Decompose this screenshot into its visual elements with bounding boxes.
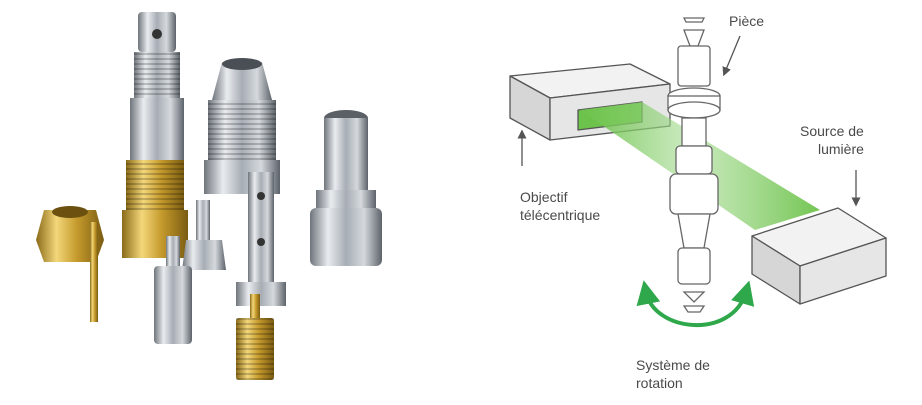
steel-drilled-pin bbox=[236, 172, 286, 306]
brass-hex-nut bbox=[36, 206, 104, 262]
label-source-line2: lumière bbox=[818, 141, 864, 157]
steel-small-stem bbox=[182, 200, 226, 270]
label-objectif-line2: télécentrique bbox=[520, 207, 600, 223]
brass-threaded-body bbox=[122, 160, 188, 258]
label-piece: Pièce bbox=[729, 13, 764, 29]
brass-barb-fitting bbox=[236, 294, 274, 380]
label-systeme-line2: rotation bbox=[636, 375, 683, 391]
label-objectif-line1: Objectif bbox=[520, 189, 568, 205]
label-source-line1: Source de bbox=[800, 123, 864, 139]
light-source-box bbox=[751, 207, 887, 305]
label-systeme-line1: Système de bbox=[636, 357, 710, 373]
machined-parts-photo bbox=[36, 12, 382, 380]
steel-cylinder-barb bbox=[154, 236, 192, 344]
steel-hose-fitting bbox=[310, 110, 382, 266]
down-arrow-icon bbox=[722, 35, 741, 77]
inspected-part bbox=[667, 17, 721, 313]
inspection-diagram: Pièce Source de lumière Objectif télécen… bbox=[509, 13, 887, 391]
brass-pin bbox=[90, 222, 98, 322]
steel-threaded-shaft bbox=[130, 12, 184, 168]
rotation-arrow-icon bbox=[636, 280, 755, 327]
